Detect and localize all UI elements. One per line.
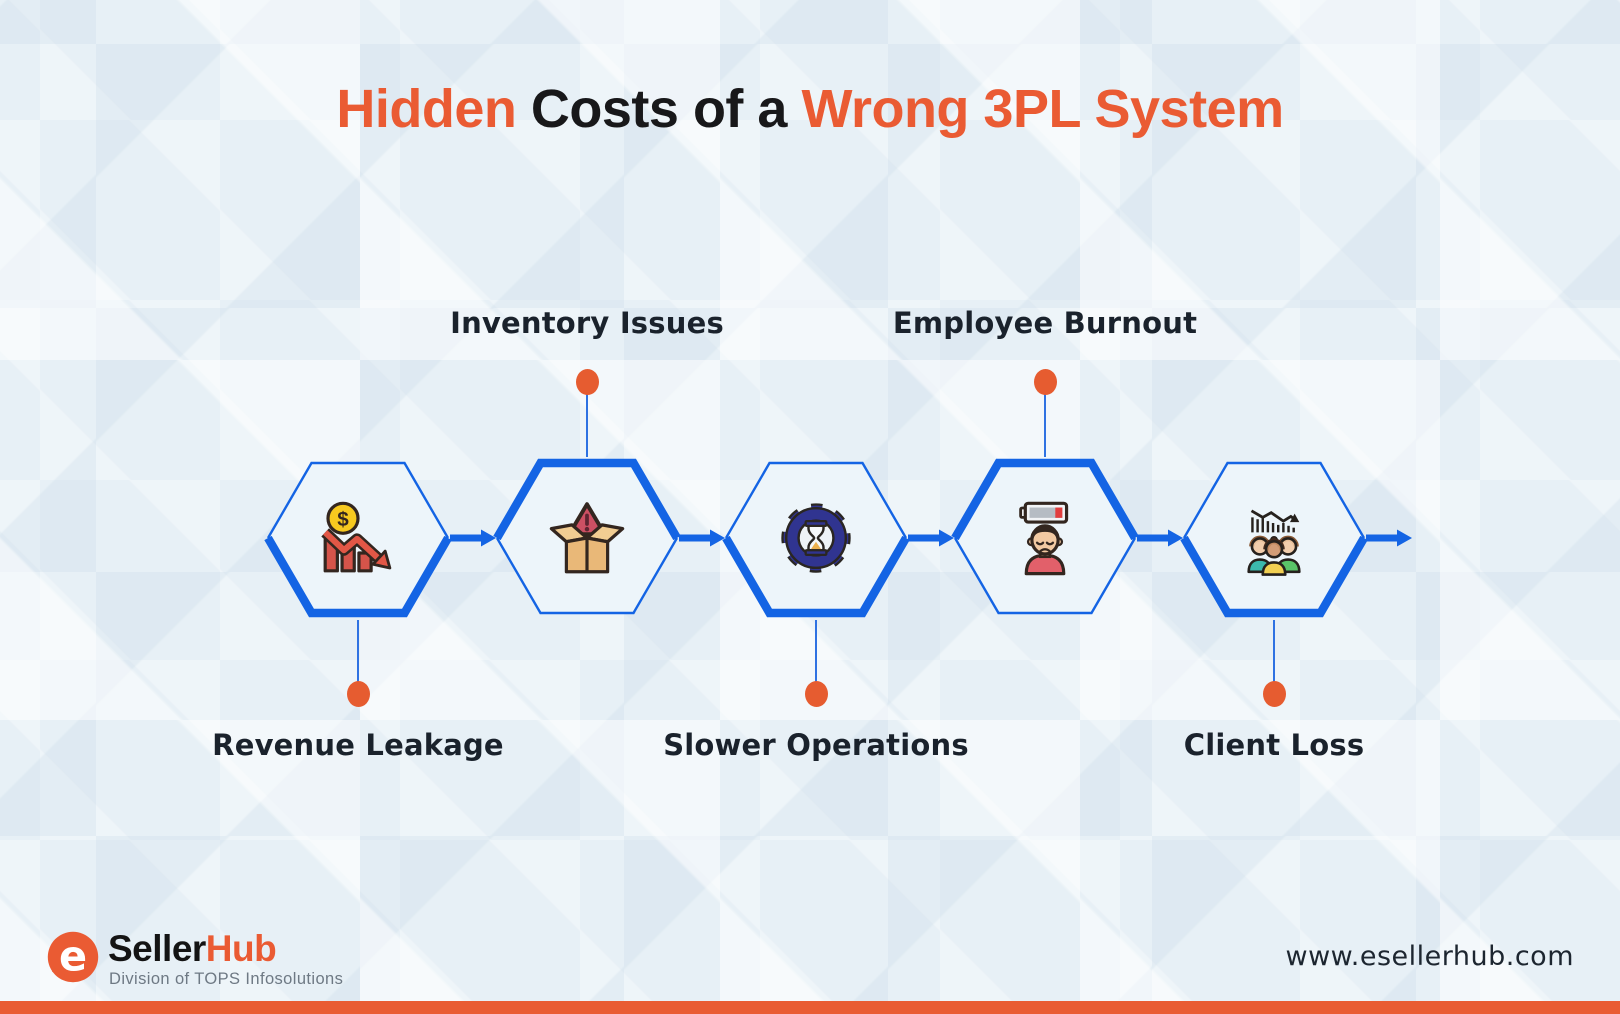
gear-hourglass-icon [771,493,861,583]
connector-dot [575,369,599,395]
flow-arrow [1366,529,1412,547]
brand-hub: Hub [205,928,277,969]
brand-name: SellerHub [108,928,277,970]
client-loss-icon [1229,493,1319,583]
title-middle: Costs of a [516,79,802,139]
sellerhub-logo-icon: e [47,931,99,983]
flow-arrow [908,529,954,547]
step-label: Inventory Issues [450,306,724,340]
connector-line [356,620,360,683]
burnout-battery-icon [1000,493,1090,583]
step-inventory-issues: Inventory Issues [437,0,737,1014]
step-revenue-leakage: $ Revenue Leakage [208,0,508,1014]
brand-logo: e SellerHub Division of TOPS Infosolutio… [46,928,376,988]
step-label: Client Loss [1183,728,1365,762]
flow-arrow [450,529,496,547]
connector-line [1043,394,1047,457]
title-word-hidden: Hidden [336,79,517,139]
connector-dot [804,681,828,707]
connector-line [1272,620,1276,683]
title-emphasis: Wrong 3PL System [801,79,1284,139]
inventory-warning-icon [542,493,632,583]
connector-dot [346,681,370,707]
bottom-accent-bar [0,1001,1620,1014]
flow-arrow [679,529,725,547]
connector-dot [1262,681,1286,707]
step-employee-burnout: Employee Burnout [893,0,1197,1014]
step-label: Revenue Leakage [212,728,504,762]
svg-text:$: $ [337,508,349,531]
svg-text:e: e [59,933,87,981]
step-client-loss: Client Loss [1124,0,1424,1014]
website-url: www.esellerhub.com [1285,941,1574,972]
page-title: Hidden Costs of a Wrong 3PL System [0,78,1620,140]
brand-tagline: Division of TOPS Infosolutions [109,970,344,988]
step-slower-operations: Slower Operations [663,0,969,1014]
step-label: Employee Burnout [892,306,1198,340]
brand-seller: Seller [108,928,206,969]
declining-revenue-icon: $ [313,493,403,583]
flow-arrow [1137,529,1183,547]
connector-dot [1033,369,1057,395]
step-label: Slower Operations [663,728,969,762]
connector-line [814,620,818,683]
connector-line [585,394,589,457]
